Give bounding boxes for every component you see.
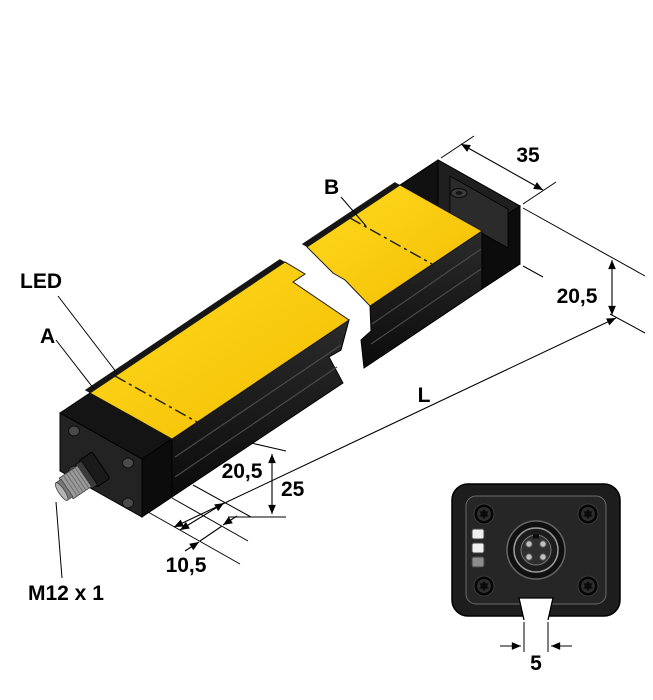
dimension-first-hole-offset: 20,5	[179, 460, 263, 531]
end-view: 5	[451, 483, 621, 675]
dim-slot-width-value: 5	[530, 652, 542, 675]
leader-lines	[55, 196, 367, 579]
label-point-b: B	[324, 176, 339, 199]
leader-led	[57, 295, 118, 374]
dimension-length: L	[147, 317, 617, 565]
torx-screw	[473, 575, 495, 597]
isometric-view: LED A B M12 x 1 35 20,5 L 20	[20, 135, 646, 605]
sensing-face-right	[306, 184, 483, 307]
torx-screw	[577, 503, 599, 525]
dimension-profile-height: 25	[228, 442, 305, 518]
leader-m12	[55, 501, 63, 579]
end-view-dovetail-notch	[518, 597, 554, 621]
label-led: LED	[20, 270, 62, 293]
cap-right-screw	[450, 188, 468, 198]
dim-profile-height-value: 25	[281, 478, 305, 501]
dim-connector-offset-value: 10,5	[166, 554, 207, 577]
dim-body-height-value: 20,5	[557, 285, 598, 308]
leader-b	[340, 196, 367, 227]
leader-a	[55, 339, 95, 390]
end-view-m12-socket	[506, 520, 566, 580]
end-view-led-indicators	[471, 528, 485, 568]
connector-threads	[62, 467, 90, 497]
label-m12-thread: M12 x 1	[28, 582, 104, 605]
range-mark-b	[349, 217, 433, 265]
end-view-screws	[473, 503, 599, 597]
dimension-body-height: 20,5	[522, 207, 646, 334]
cap-left-screws	[68, 425, 134, 509]
dimension-cap-width: 35	[440, 135, 557, 205]
end-cap-left	[54, 392, 173, 518]
dim-hole-offset-value: 20,5	[222, 460, 263, 483]
dim-cap-width-value: 35	[516, 144, 540, 167]
label-length-value: L	[418, 384, 431, 407]
end-cap-right	[399, 159, 521, 290]
m12-connector	[54, 452, 110, 501]
torx-screw	[577, 575, 599, 597]
socket-pins	[525, 540, 547, 561]
socket-keyway	[533, 534, 539, 539]
torx-screw	[473, 503, 495, 525]
dimension-connector-offset: 10,5	[166, 497, 249, 577]
dimension-slot-width: 5	[500, 622, 572, 675]
label-point-a: A	[40, 325, 55, 348]
